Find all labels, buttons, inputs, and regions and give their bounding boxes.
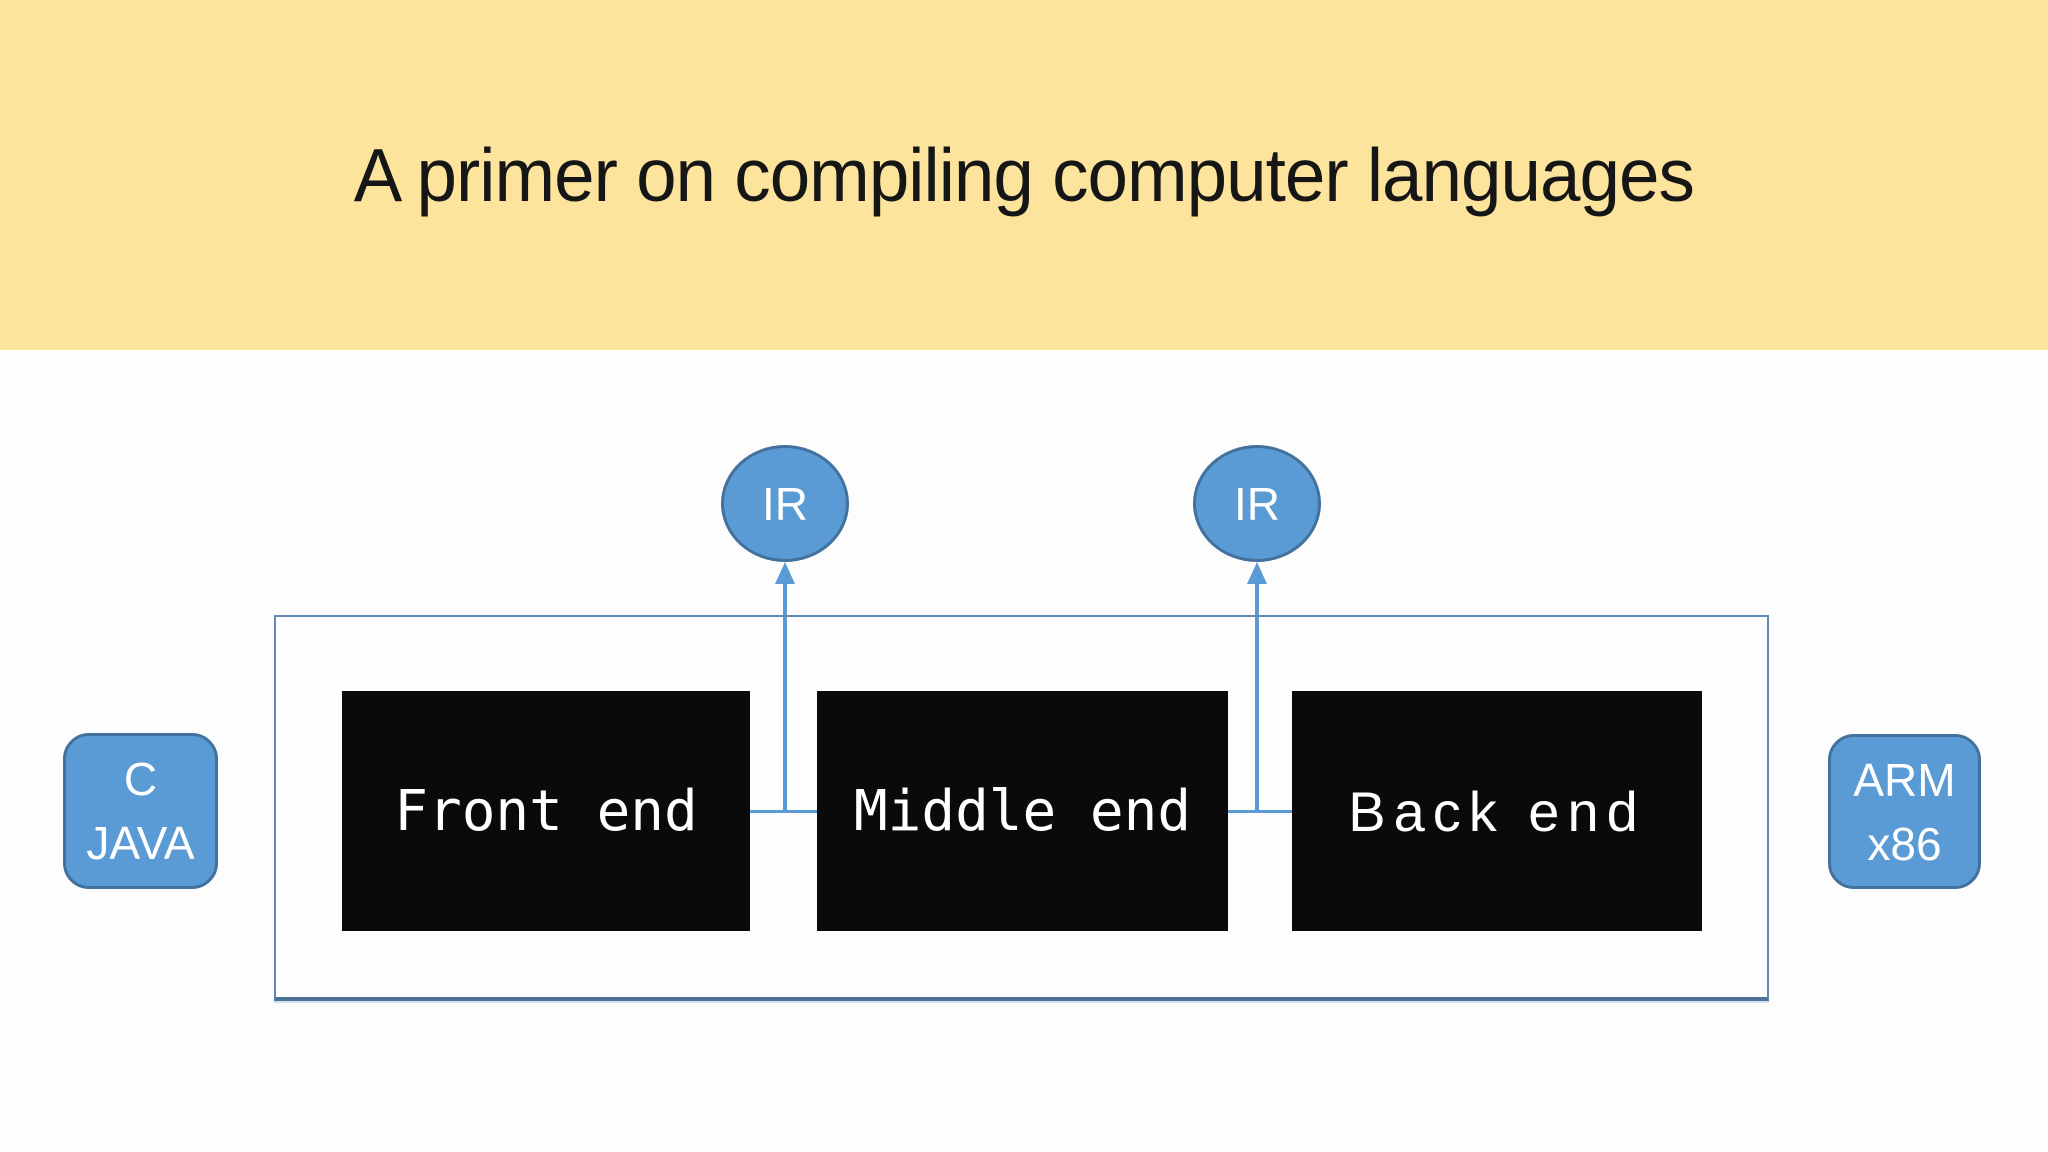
front-middle-connector: [750, 810, 817, 813]
ir-arrow-shaft-2: [1255, 582, 1259, 812]
middle-end-box: Middle end: [817, 691, 1228, 931]
target-architectures-chip: ARM x86: [1828, 734, 1981, 889]
source-language-c: C: [123, 753, 158, 805]
ir-node-1: IR: [721, 445, 849, 562]
target-arch-x86: x86: [1867, 817, 1942, 870]
title-banner: A primer on compiling computer languages: [0, 0, 2048, 350]
ir-arrowhead-2: [1247, 562, 1267, 584]
slide-title: A primer on compiling computer languages: [353, 133, 1695, 217]
ir-node-1-label: IR: [762, 477, 808, 530]
ir-arrowhead-1: [775, 562, 795, 584]
front-end-label: Front end: [394, 778, 698, 844]
source-languages-chip: C JAVA: [63, 733, 218, 889]
source-language-java: JAVA: [86, 817, 195, 869]
back-end-label: Back end: [1348, 779, 1646, 843]
middle-back-connector: [1228, 810, 1292, 813]
ir-node-2-label: IR: [1234, 477, 1280, 530]
middle-end-label: Middle end: [853, 778, 1192, 844]
front-end-box: Front end: [342, 691, 750, 931]
compiler-boundary-rect: [274, 615, 1769, 1001]
target-arch-arm: ARM: [1853, 753, 1956, 806]
ir-node-2: IR: [1193, 445, 1321, 562]
back-end-box: Back end: [1292, 691, 1702, 931]
ir-arrow-shaft-1: [783, 582, 787, 812]
